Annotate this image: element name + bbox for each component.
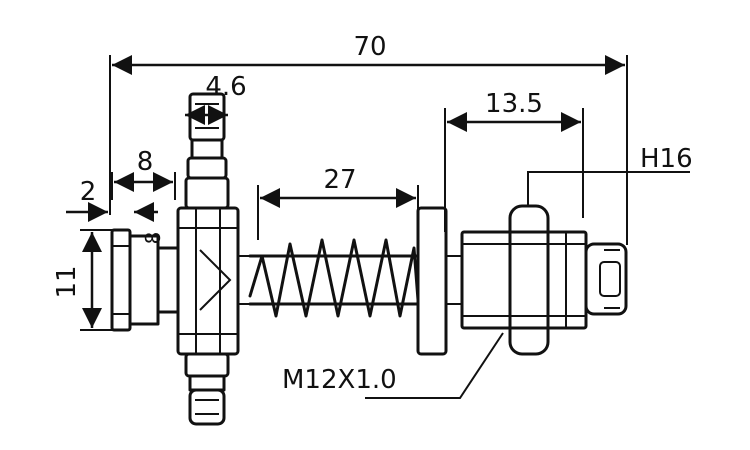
hex-body [176,206,250,356]
threaded-body [460,230,588,330]
dim-step: 2 [66,177,158,222]
dim-overall: 70 [109,32,628,245]
washer [416,206,462,356]
dim-step-label: 2 [80,177,97,207]
dim-overall-label: 70 [353,32,386,62]
dim-head-height: 11 [52,229,130,331]
hex-size-callout: H16 [527,144,693,205]
dim-flange-label: 8 [137,147,154,177]
dim-nut-length-label: 13.5 [485,89,543,119]
dim-nut-length: 13.5 [444,89,584,232]
thread-label: M12X1.0 [282,365,397,395]
hex-size-label: H16 [640,144,693,174]
barb-fitting-bottom [184,352,230,426]
end-cap [584,242,628,316]
inner-step [156,246,180,314]
dim-spring-label: 27 [323,165,356,195]
dim-hex-thickness: 4.6 [185,72,247,125]
thread-callout: M12X1.0 [282,332,504,399]
dim-hex-thickness-label: 4.6 [205,72,246,102]
dim-inner-step-label: 8 [141,232,165,245]
dim-flange: 8 [111,147,176,200]
dim-spring: 27 [257,165,419,240]
spring [248,238,420,318]
dim-head-height-label: 11 [52,265,82,298]
barb-fitting-top [184,92,230,210]
hex-nut [508,204,550,356]
